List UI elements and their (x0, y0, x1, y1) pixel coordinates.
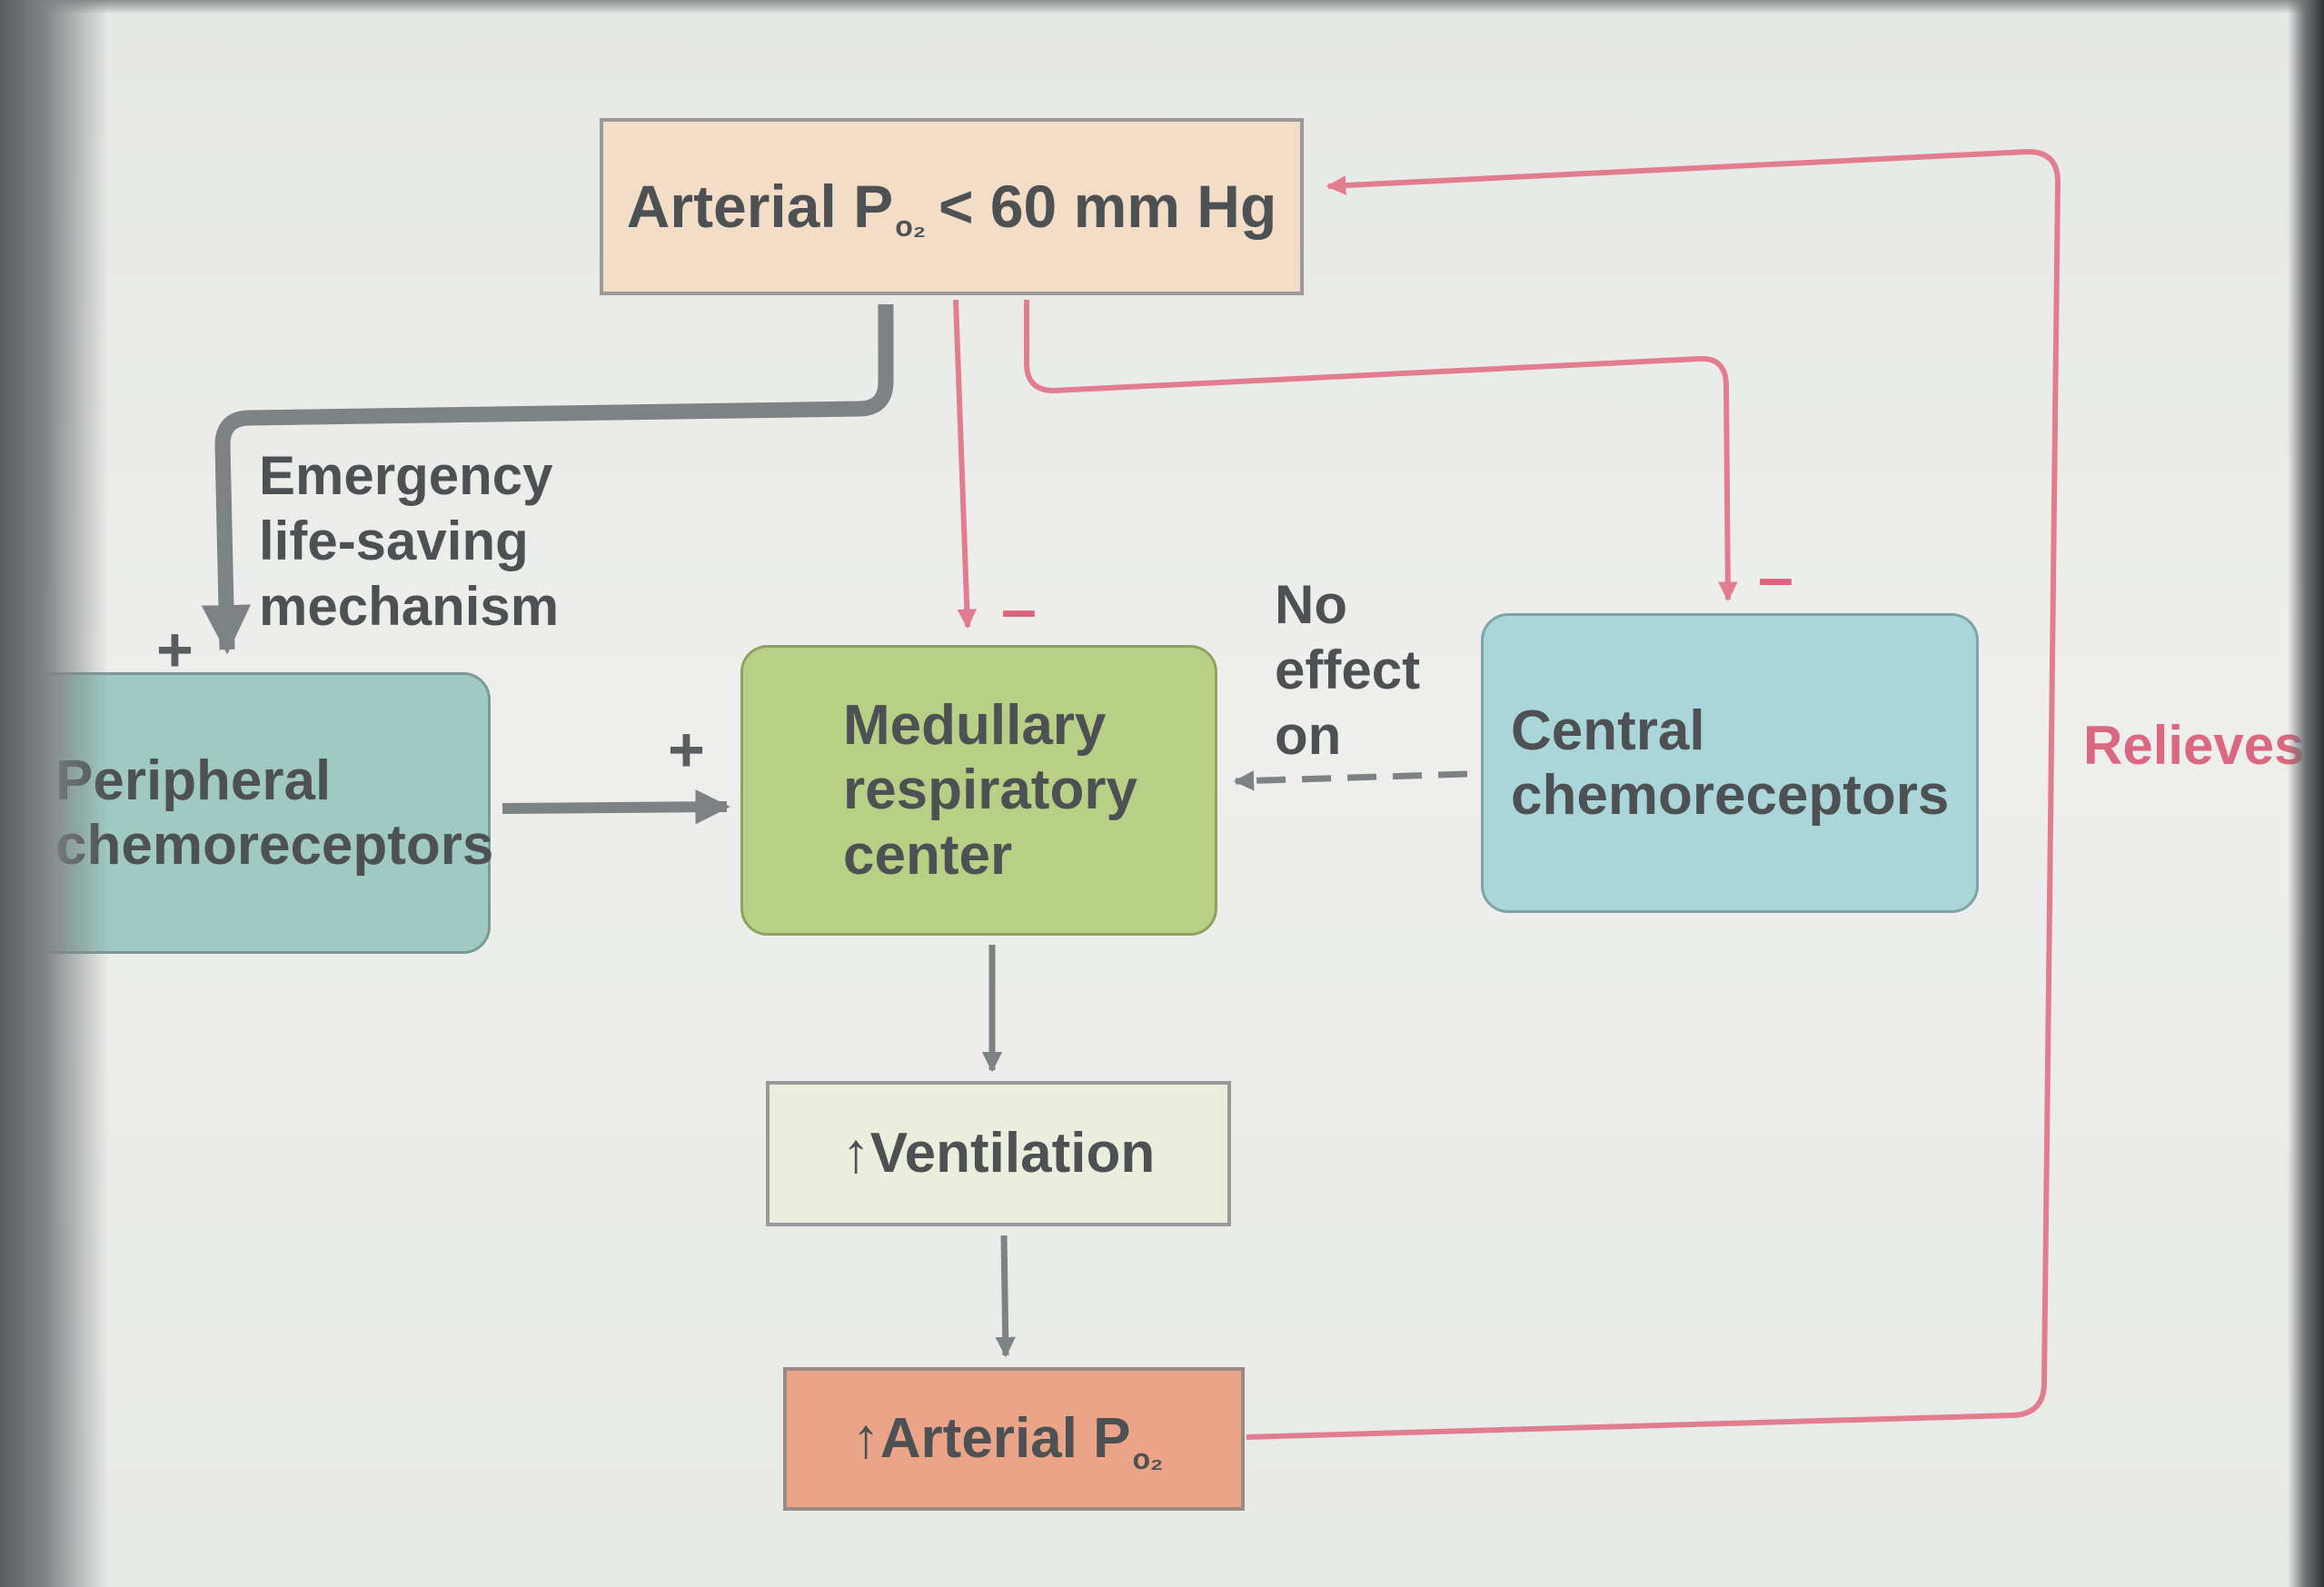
emergency-line1: Emergency (259, 445, 553, 506)
arrow-top-to-medullary (953, 299, 978, 630)
arterial-po2-increase-prefix: Arterial P (879, 1407, 1131, 1471)
up-arrow-icon: ↑ (851, 1407, 880, 1471)
ventilation-label: Ventilation (869, 1122, 1156, 1185)
no-effect-line3: on (1275, 705, 1342, 766)
arrow-relieves-feedback (1246, 148, 2061, 1440)
arterial-po2-increase-box: ↑ Arterial P o₂ (783, 1367, 1245, 1511)
arrow-top-to-central (1024, 300, 1738, 602)
monitor-bezel-left (0, 0, 109, 1587)
central-chemoreceptors-box: Central chemoreceptors (1481, 613, 1979, 913)
screen-top-edge (0, 0, 2324, 13)
central-line1: Central (1511, 699, 1705, 762)
medullary-respiratory-center-box: Medullary respiratory center (740, 645, 1217, 936)
monitor-bezel-right (2288, 0, 2324, 1587)
arterial-po2-increase-subscript: o₂ (1132, 1442, 1164, 1475)
arrow-peripheral-to-medullary (502, 789, 730, 825)
plus-sign-peripheral: + (156, 614, 194, 685)
emergency-mechanism-label: Emergency life-saving mechanism (259, 443, 559, 640)
minus-sign-central: – (1758, 541, 1793, 612)
emergency-line3: mechanism (259, 576, 560, 637)
arrow-central-to-medullary-dashed (1233, 770, 1468, 791)
no-effect-line1: No (1275, 574, 1347, 635)
medullary-line2: respiratory (843, 759, 1137, 822)
emergency-line2: life-saving (259, 511, 529, 571)
arterial-po2-subscript: o₂ (895, 210, 926, 243)
peripheral-line1: Peripheral (55, 749, 332, 812)
no-effect-label: No effect on (1275, 572, 1420, 769)
relieves-label: Relieves (2083, 715, 2305, 776)
medullary-line3: center (843, 823, 1013, 887)
central-line2: chemoreceptors (1511, 764, 1950, 827)
arrow-ventilation-to-po2 (995, 1235, 1016, 1358)
up-arrow-icon: ↑ (841, 1122, 870, 1185)
arterial-po2-threshold: < 60 mm Hg (938, 172, 1277, 240)
peripheral-line2: chemoreceptors (55, 814, 494, 877)
no-effect-line2: effect (1275, 640, 1421, 700)
plus-sign-medullary: + (668, 714, 705, 785)
medullary-line1: Medullary (843, 694, 1107, 758)
arterial-po2-prefix: Arterial P (626, 172, 894, 240)
arrow-top-to-peripheral (201, 304, 894, 655)
arterial-po2-low-box: Arterial P o₂ < 60 mm Hg (600, 118, 1304, 295)
ventilation-box: ↑ Ventilation (766, 1081, 1231, 1226)
minus-sign-medullary: – (1001, 573, 1037, 644)
